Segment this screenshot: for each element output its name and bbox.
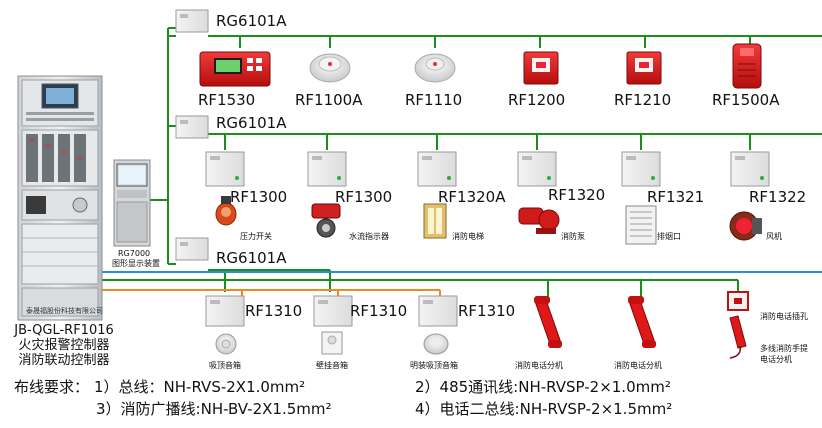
smoke-detector xyxy=(309,53,351,83)
bus-label-1: RG6101A xyxy=(216,12,287,30)
caption-phone-1: 消防电话分机 xyxy=(515,361,563,370)
device-label-3: RF1110 xyxy=(405,91,463,109)
heat-detector xyxy=(414,53,456,83)
bus-module-1 xyxy=(175,9,209,33)
cabinet-line2: 消防联动控制器 xyxy=(18,353,110,368)
input-module-2 xyxy=(307,151,347,187)
fire-display-panel xyxy=(199,51,271,87)
sound-light-alarm xyxy=(732,43,762,89)
output-module-3 xyxy=(418,295,458,327)
caption-ceiling-speaker: 吸顶音箱 xyxy=(209,361,241,370)
pressure-switch xyxy=(215,196,237,226)
output-module-2 xyxy=(313,295,353,327)
bus-module-2 xyxy=(175,115,209,139)
input-module-5 xyxy=(621,151,661,187)
water-flow-indicator xyxy=(311,203,341,238)
bus-module-3 xyxy=(175,237,209,261)
caption-elevator: 消防电梯 xyxy=(452,232,484,241)
cabinet-vendor: 泰晟福股份科技有限公司 xyxy=(26,307,103,315)
wiring-item-4: 4）电话二总线:NH-RVSP-2×1.5mm² xyxy=(415,400,673,418)
caption-water-flow: 水流指示器 xyxy=(349,232,389,241)
caption-jack: 消防电话插孔 xyxy=(760,312,808,321)
module-label-2: RF1300 xyxy=(335,188,393,206)
device-label-5: RF1210 xyxy=(614,91,672,109)
input-module-6 xyxy=(730,151,770,187)
cabinet-line1: 火灾报警控制器 xyxy=(18,338,110,353)
display-name: 图形显示装置 xyxy=(112,259,160,268)
phone-extension-1 xyxy=(534,296,562,348)
module-label-6: RF1322 xyxy=(749,188,807,206)
fan xyxy=(729,211,762,241)
device-label-6: RF1500A xyxy=(712,91,780,109)
output-label-2: RF1310 xyxy=(350,302,408,320)
device-label-1: RF1530 xyxy=(198,91,256,109)
module-label-4: RF1320 xyxy=(548,186,606,204)
smoke-vent xyxy=(625,205,657,245)
wiring-item-3: 3）消防广播线:NH-BV-2X1.5mm² xyxy=(96,400,332,418)
manual-call-point xyxy=(523,51,559,85)
ceiling-speaker xyxy=(215,333,237,355)
display-model: RG7000 xyxy=(118,249,151,258)
fire-pump xyxy=(518,207,560,234)
output-module-1 xyxy=(205,295,245,327)
output-label-1: RF1310 xyxy=(245,302,303,320)
bus-label-2: RG6101A xyxy=(216,114,287,132)
input-module-3 xyxy=(417,151,457,187)
cabinet-model: JB-QGL-RF1016 xyxy=(14,323,114,338)
fire-elevator xyxy=(423,203,447,239)
module-label-5: RF1321 xyxy=(647,188,705,206)
caption-phone-2: 消防电话分机 xyxy=(614,361,662,370)
bus-lines xyxy=(150,27,822,292)
wall-speaker xyxy=(321,331,343,355)
device-label-2: RF1100A xyxy=(295,91,363,109)
wiring-heading: 布线要求： xyxy=(14,378,90,396)
wiring-item-1: 1）总线：NH-RVS-2X1.0mm² xyxy=(94,378,306,396)
caption-fan: 风机 xyxy=(766,232,782,241)
broadcast-line xyxy=(100,289,441,298)
input-module-1 xyxy=(205,151,245,187)
surface-ceiling-speaker xyxy=(423,333,449,355)
handheld-phone xyxy=(729,315,747,359)
hydrant-button xyxy=(626,51,662,85)
caption-handheld-1: 多线消防手提 xyxy=(760,344,808,353)
module-label-3: RF1320A xyxy=(438,188,506,206)
graphic-display-terminal xyxy=(113,159,151,247)
caption-wall-speaker: 壁挂音箱 xyxy=(316,361,348,370)
wiring-item-2: 2）485通讯线:NH-RVSP-2×1.0mm² xyxy=(415,378,671,396)
module-label-1: RF1300 xyxy=(230,188,288,206)
phone-extension-2 xyxy=(628,296,656,348)
device-label-4: RF1200 xyxy=(508,91,566,109)
caption-pump: 消防泵 xyxy=(561,232,585,241)
phone-jack xyxy=(727,291,749,311)
output-label-3: RF1310 xyxy=(458,302,516,320)
input-module-4 xyxy=(517,151,557,187)
caption-surface-speaker: 明装吸顶音箱 xyxy=(410,361,458,370)
bus-label-3: RG6101A xyxy=(216,249,287,267)
controller-cabinet xyxy=(17,75,103,321)
caption-handheld-2: 电话分机 xyxy=(760,355,792,364)
caption-pressure-switch: 压力开关 xyxy=(240,232,272,241)
caption-vent: 排烟口 xyxy=(657,232,681,241)
